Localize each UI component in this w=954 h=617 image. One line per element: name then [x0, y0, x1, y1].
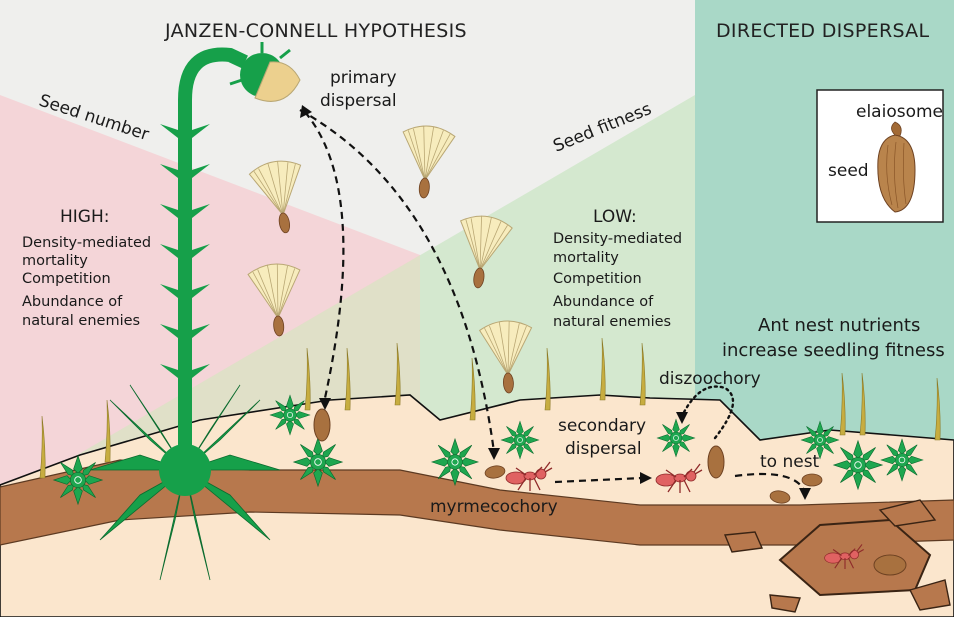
- myrmecochory-label: myrmecochory: [430, 497, 558, 517]
- inset-seed-label: seed: [828, 161, 869, 181]
- directed-dispersal-header: DIRECTED DISPERSAL: [716, 20, 929, 42]
- high-line2: mortality: [22, 253, 88, 269]
- ant-nest-line1: Ant nest nutrients: [758, 315, 920, 336]
- nest-rock: [725, 532, 762, 552]
- janzen-connell-header: JANZEN-CONNELL HYPOTHESIS: [164, 20, 467, 42]
- primary-dispersal-line1: primary: [330, 68, 397, 88]
- low-line4: Abundance of: [553, 294, 654, 310]
- low-line1: Density-mediated: [553, 231, 682, 247]
- low-line5: natural enemies: [553, 314, 671, 330]
- inset-elaiosome-label: elaiosome: [856, 102, 943, 122]
- high-line1: Density-mediated: [22, 235, 151, 251]
- high-title: HIGH:: [60, 207, 109, 227]
- ant-nest-line2: increase seedling fitness: [722, 340, 945, 361]
- high-line4: Abundance of: [22, 294, 123, 310]
- to-nest-label: to nest: [760, 452, 820, 472]
- low-title: LOW:: [593, 207, 637, 227]
- nest-seed: [874, 555, 906, 575]
- low-line3: Competition: [553, 271, 642, 287]
- low-line2: mortality: [553, 250, 619, 266]
- diszoochory-label: diszoochory: [659, 369, 761, 389]
- primary-dispersal-line2: dispersal: [320, 91, 397, 111]
- secondary-dispersal-line1: secondary: [558, 416, 646, 436]
- secondary-dispersal-line2: dispersal: [565, 439, 642, 459]
- high-line5: natural enemies: [22, 313, 140, 329]
- high-line3: Competition: [22, 271, 111, 287]
